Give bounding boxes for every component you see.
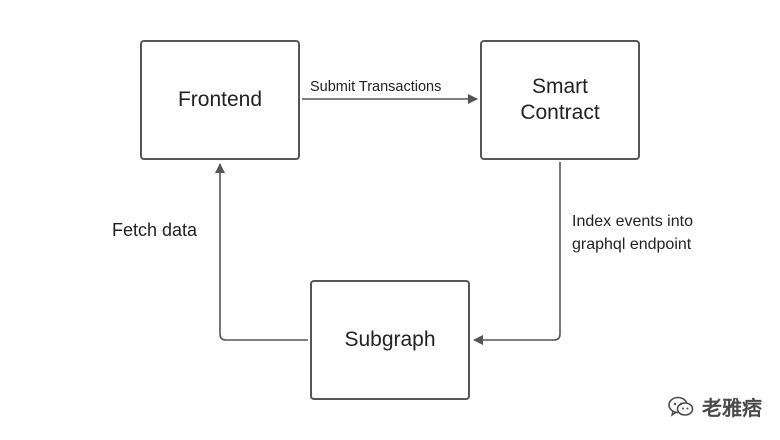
frontend-node: Frontend — [140, 40, 300, 160]
index-events-label: Index events into graphql endpoint — [572, 210, 693, 256]
subgraph-node: Subgraph — [310, 280, 470, 400]
frontend-label: Frontend — [177, 88, 263, 111]
fetch-data-label: Fetch data — [112, 220, 198, 240]
watermark: 老雅痞 — [668, 392, 762, 421]
wechat-icon — [668, 396, 694, 418]
index-events-label-line2: graphql endpoint — [572, 236, 692, 253]
smart-contract-label-line1: Smart — [531, 75, 588, 98]
smart-contract-label: Smart Contract — [520, 74, 599, 126]
smart-contract-node: Smart Contract — [480, 40, 640, 160]
subgraph-label: Subgraph — [344, 328, 436, 351]
index-events-label-line1: Index events into — [572, 213, 693, 230]
watermark-text: 老雅痞 — [702, 398, 762, 420]
arrow-fetch-data — [215, 163, 308, 341]
arrow-index-events — [473, 162, 561, 345]
smart-contract-label-line2: Contract — [520, 101, 600, 124]
submit-transactions-label: Submit Transactions — [310, 79, 442, 95]
